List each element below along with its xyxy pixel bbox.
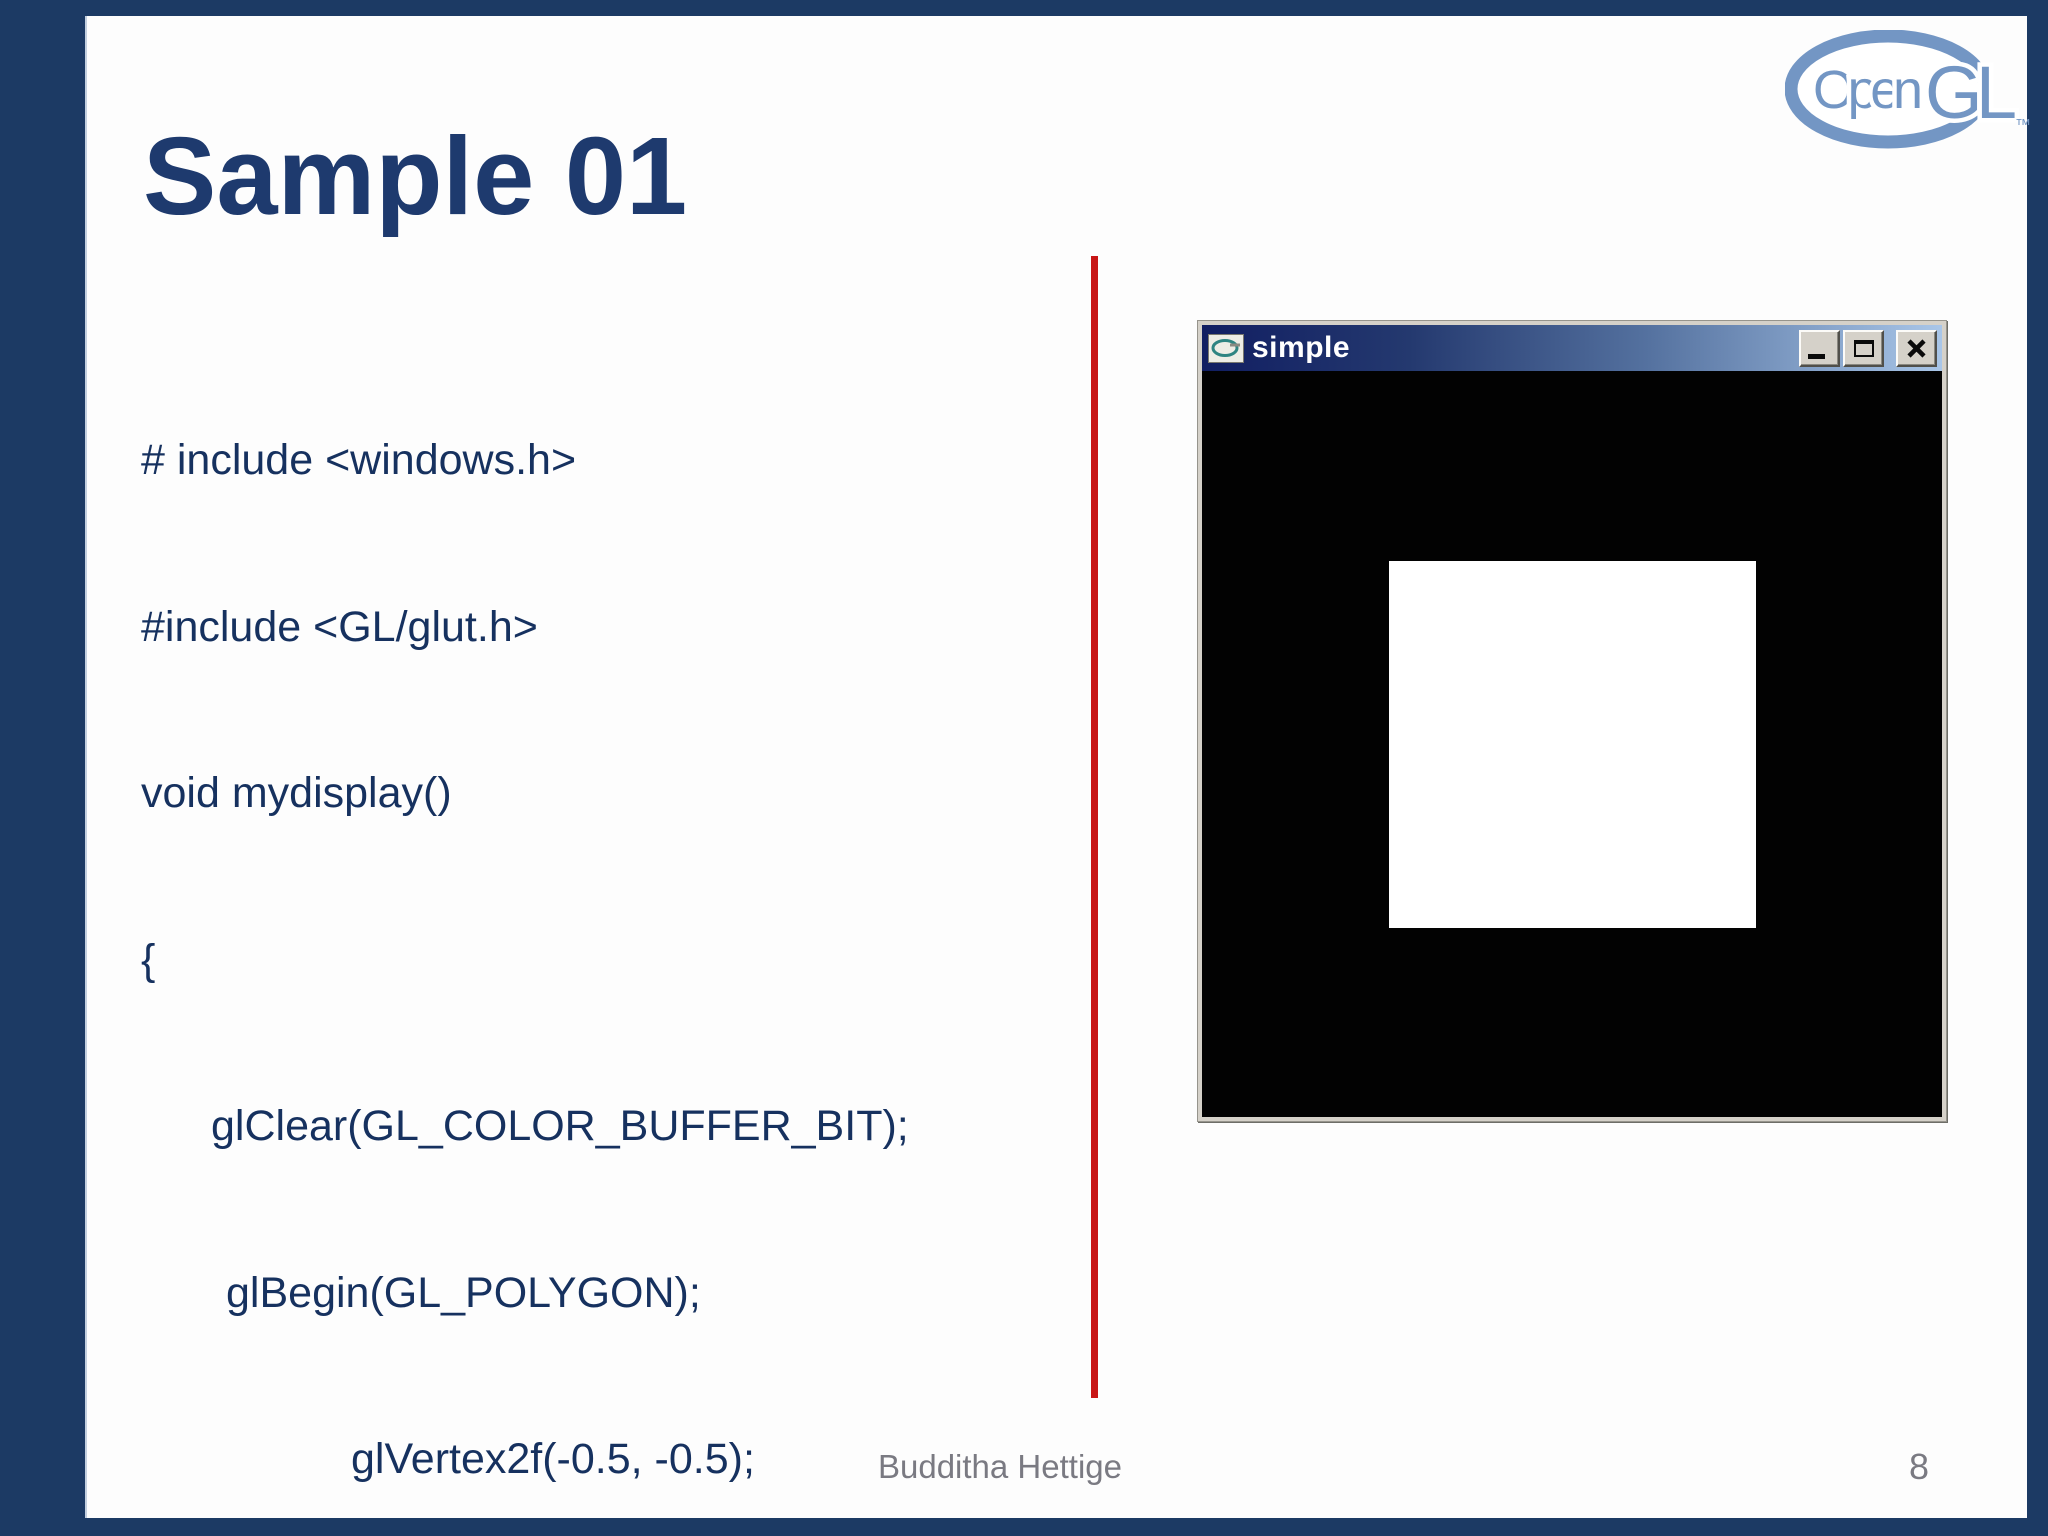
opengl-logo-ellipse	[1785, 30, 1992, 149]
opengl-logo-text-gl: GL	[1925, 51, 2017, 134]
close-icon	[1907, 338, 1926, 358]
opengl-logo-text-open: Open	[1813, 60, 1923, 120]
maximize-button[interactable]	[1843, 329, 1884, 367]
white-polygon-square	[1388, 560, 1756, 928]
code-line: # include <windows.h>	[141, 436, 577, 484]
code-line: glBegin(GL_POLYGON);	[226, 1268, 701, 1317]
minimize-button[interactable]	[1799, 329, 1840, 367]
slide-title: Sample 01	[143, 115, 688, 238]
slide-content-area: Sample 01 Open GL ™ # include <windows.h…	[85, 16, 2031, 1518]
code-line: glClear(GL_COLOR_BUFFER_BIT);	[211, 1102, 909, 1150]
window-controls	[1799, 329, 1937, 367]
code-line: glVertex2f(-0.5, -0.5);	[351, 1435, 755, 1483]
red-divider-line	[1091, 256, 1098, 1398]
opengl-logo-trademark: ™	[2015, 117, 2031, 134]
app-window-screenshot: simple	[1197, 320, 1947, 1122]
code-line: #include <GL/glut.h>	[141, 602, 538, 651]
opengl-logo: Open GL ™	[1785, 30, 2031, 149]
maximize-icon	[1853, 339, 1874, 357]
page-number: 8	[1908, 1446, 1929, 1487]
code-line: void mydisplay()	[141, 769, 452, 817]
footer-author: Budditha Hettige	[877, 1448, 1122, 1485]
gl-viewport	[1202, 371, 1942, 1117]
window-title: simple	[1252, 331, 1351, 364]
minimize-icon	[1808, 353, 1825, 359]
code-line: {	[141, 935, 156, 984]
window-titlebar[interactable]: simple	[1202, 325, 1942, 371]
window-app-icon	[1208, 333, 1244, 363]
code-block: # include <windows.h> #include <GL/glut.…	[141, 322, 909, 1536]
close-button[interactable]	[1896, 329, 1937, 367]
